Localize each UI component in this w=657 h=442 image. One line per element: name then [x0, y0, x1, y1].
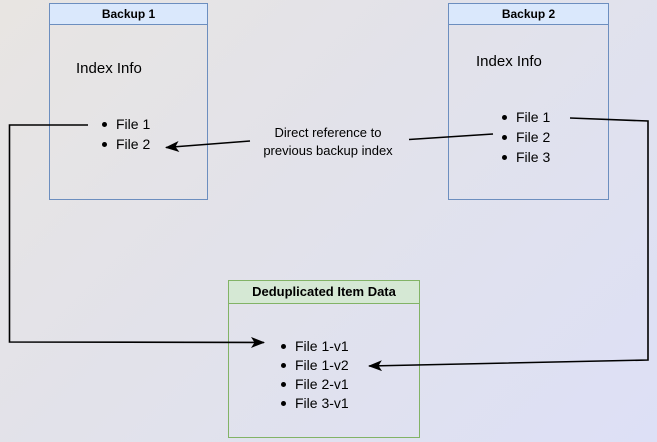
- backup2-box: Backup 2 Index Info File 1 File 2 File 3: [448, 3, 609, 200]
- file-item: File 1: [501, 107, 550, 127]
- annotation-line-1: Direct reference to: [274, 125, 382, 140]
- backup2-index-label: Index Info: [476, 53, 542, 70]
- file-item: File 2-v1: [280, 375, 349, 394]
- backup1-index-label: Index Info: [76, 60, 142, 77]
- file-item: File 2: [501, 127, 550, 147]
- annotation-line-2: previous backup index: [263, 143, 393, 158]
- file-item: File 3: [501, 147, 550, 167]
- backup1-file-list: File 1 File 2: [101, 114, 150, 154]
- connector-annotation: Direct reference to previous backup inde…: [240, 124, 416, 160]
- dedup-header: Deduplicated Item Data: [229, 281, 419, 304]
- backup2-file-list: File 1 File 2 File 3: [501, 107, 550, 167]
- backup2-header: Backup 2: [449, 4, 608, 25]
- dedup-box: Deduplicated Item Data File 1-v1 File 1-…: [228, 280, 420, 438]
- file-item: File 1-v1: [280, 337, 349, 356]
- file-item: File 1-v2: [280, 356, 349, 375]
- file-item: File 2: [101, 134, 150, 154]
- file-item: File 1: [101, 114, 150, 134]
- backup1-box: Backup 1 Index Info File 1 File 2: [49, 3, 208, 200]
- backup1-header: Backup 1: [50, 4, 207, 25]
- dedup-file-list: File 1-v1 File 1-v2 File 2-v1 File 3-v1: [280, 337, 349, 413]
- file-item: File 3-v1: [280, 394, 349, 413]
